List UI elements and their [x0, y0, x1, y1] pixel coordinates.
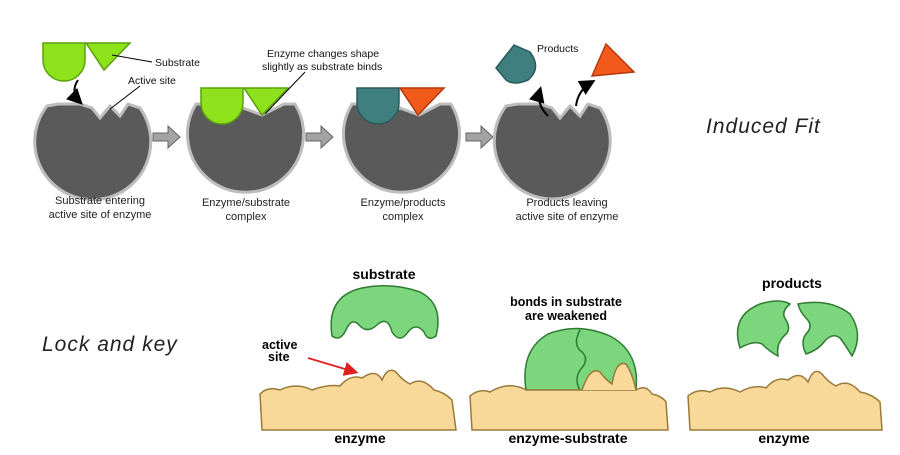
- step1-caption-line1: Substrate entering: [55, 195, 145, 207]
- lk-enzyme-left-label: enzyme: [334, 430, 386, 446]
- shape-note-line1: Enzyme changes shape: [267, 48, 379, 60]
- process-arrow-2: [305, 124, 334, 150]
- shape-note-line2: slightly as substrate binds: [262, 61, 382, 73]
- process-arrow-3: [465, 124, 494, 150]
- active-site-pointer: [109, 85, 141, 110]
- process-arrow-1: [152, 124, 181, 150]
- released-products: [495, 42, 636, 84]
- active-site-label: Active site: [128, 75, 176, 87]
- lk-bonds-line2: are weakened: [525, 309, 607, 323]
- lk-enzyme-right: [687, 370, 883, 431]
- substrate-label: Substrate: [155, 57, 200, 69]
- lk-enzyme-substrate-label: enzyme-substrate: [508, 430, 627, 446]
- substrate-pointer: [111, 54, 153, 63]
- step1-caption-line2: active site of enzyme: [49, 209, 152, 221]
- lk-active-site-line1: active: [262, 338, 297, 352]
- enzyme-stage-1: [33, 102, 153, 202]
- enzyme-stage-3: [342, 102, 461, 194]
- leaving-arrow-left: [529, 86, 549, 117]
- lk-substrate-label: substrate: [352, 266, 415, 282]
- lk-active-site-arrow: [307, 357, 359, 376]
- enzyme-stage-4: [492, 102, 612, 201]
- induced-fit-title: Induced Fit: [706, 115, 821, 138]
- lk-bonds-line1: bonds in substrate: [510, 295, 622, 309]
- substrate-bound: [200, 87, 290, 125]
- lk-enzyme-substrate-complex: [469, 327, 669, 431]
- step4-caption-line1: Products leaving: [526, 197, 607, 209]
- lk-substrate: [330, 285, 439, 339]
- products-bound: [356, 87, 446, 125]
- lk-products: [736, 300, 859, 358]
- step2-caption-line2: complex: [226, 211, 267, 223]
- lock-and-key-title: Lock and key: [42, 333, 178, 356]
- leaving-arrow-right: [575, 80, 596, 107]
- entering-arrow: [65, 79, 83, 105]
- enzyme-stage-2: [186, 102, 305, 194]
- lk-products-label: products: [762, 275, 822, 291]
- products-label-top: Products: [537, 43, 578, 55]
- lk-enzyme-left: [259, 369, 457, 431]
- step2-caption-line1: Enzyme/substrate: [202, 197, 290, 209]
- step3-caption-line2: complex: [383, 211, 424, 223]
- step3-caption-line1: Enzyme/products: [361, 197, 446, 209]
- shape-note-pointer: [264, 71, 306, 115]
- lk-enzyme-right-label: enzyme: [758, 430, 810, 446]
- substrate-pieces-stage-1: [42, 42, 132, 82]
- step4-caption-line2: active site of enzyme: [516, 211, 619, 223]
- lk-active-site-line2: site: [268, 350, 290, 364]
